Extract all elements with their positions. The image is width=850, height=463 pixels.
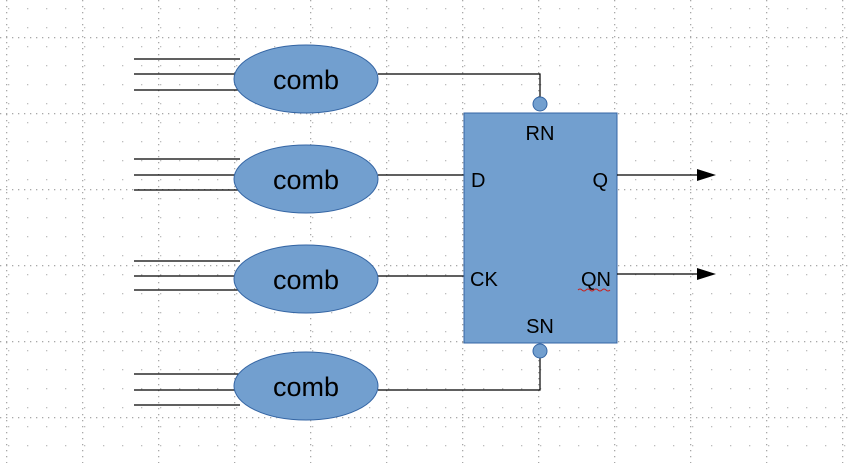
arrow-right-icon <box>697 169 716 181</box>
pin-label-ck: CK <box>470 269 498 291</box>
set-bubble <box>532 343 548 359</box>
flip-flop-body <box>463 112 618 344</box>
output-qn <box>617 268 716 280</box>
pin-label-sn: SN <box>526 316 554 338</box>
wire-set <box>378 358 541 391</box>
pin-label-qn: QN <box>581 269 611 291</box>
wire-reset <box>378 73 541 97</box>
comb-block-2[interactable]: comb <box>233 144 379 214</box>
output-q <box>617 169 716 181</box>
comb-block-4[interactable]: comb <box>233 351 379 421</box>
arrow-right-icon <box>697 268 716 280</box>
reset-bubble <box>532 96 548 112</box>
connection-wires <box>378 73 541 391</box>
comb-block-3-label: comb <box>273 265 339 295</box>
input-lines <box>134 58 240 406</box>
comb-block-2-label: comb <box>273 165 339 195</box>
flip-flop[interactable]: RN D CK Q QN SN <box>463 96 618 359</box>
comb-block-1-label: comb <box>273 65 339 95</box>
pin-label-rn: RN <box>526 123 555 145</box>
pin-label-q: Q <box>592 170 608 192</box>
comb-block-3[interactable]: comb <box>233 244 379 314</box>
spellcheck-underline <box>577 288 611 292</box>
pin-label-d: D <box>471 170 485 192</box>
comb-block-4-label: comb <box>273 372 339 402</box>
comb-block-1[interactable]: comb <box>233 44 379 114</box>
